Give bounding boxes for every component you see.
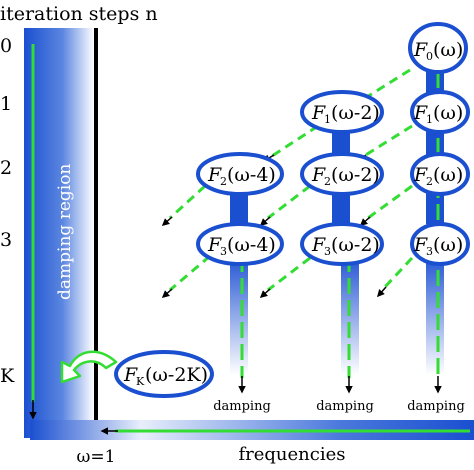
- svg-text:F: F: [311, 164, 326, 186]
- damping-label-0: damping: [213, 399, 271, 414]
- node-F3-w-4: F 3 (ω-4): [196, 222, 284, 266]
- damping-label-2: damping: [407, 399, 465, 414]
- svg-text:3: 3: [426, 245, 433, 258]
- svg-text:(ω): (ω): [433, 164, 463, 186]
- svg-text:(ω-2): (ω-2): [331, 164, 380, 186]
- y-label-0: 0: [0, 35, 12, 57]
- connector-c0-1: [230, 188, 248, 224]
- svg-text:F: F: [207, 164, 222, 186]
- svg-text:2: 2: [324, 175, 331, 188]
- damping-region-band: [24, 28, 94, 438]
- node-F1-w-2: F 1 (ω-2): [300, 90, 384, 134]
- node-F3-w: F 3 (ω): [410, 222, 470, 266]
- svg-text:F: F: [413, 164, 428, 186]
- node-F2-w-4: F 2 (ω-4): [196, 152, 284, 196]
- y-label-2: 2: [0, 157, 12, 179]
- svg-text:F: F: [123, 364, 138, 386]
- node-F2-w: F 2 (ω): [410, 152, 470, 196]
- svg-text:F: F: [311, 102, 326, 124]
- return-arrow-icon: [60, 350, 118, 384]
- svg-text:(ω-2K): (ω-2K): [145, 364, 208, 386]
- omega-origin-label: ω=1: [77, 447, 116, 466]
- svg-text:F: F: [413, 39, 428, 61]
- svg-text:(ω-2): (ω-2): [331, 234, 380, 256]
- y-label-k: K: [0, 365, 15, 387]
- col-bar-2: [426, 260, 444, 375]
- svg-text:F: F: [413, 102, 428, 124]
- svg-text:(ω-2): (ω-2): [331, 102, 380, 124]
- svg-text:1: 1: [324, 113, 331, 126]
- y-label-1: 1: [0, 93, 12, 115]
- col-bar-1: [341, 260, 359, 375]
- svg-text:3: 3: [324, 245, 331, 258]
- node-F1-w: F 1 (ω): [410, 90, 470, 134]
- node-F0-w: F 0 (ω): [408, 22, 468, 74]
- svg-text:2: 2: [426, 175, 433, 188]
- x-axis-title: frequencies: [238, 444, 345, 465]
- svg-text:F: F: [413, 234, 428, 256]
- svg-text:(ω-4): (ω-4): [227, 164, 276, 186]
- svg-text:(ω): (ω): [433, 102, 463, 124]
- svg-text:F: F: [207, 234, 222, 256]
- svg-text:(ω-4): (ω-4): [227, 234, 276, 256]
- y-label-3: 3: [0, 229, 12, 251]
- svg-text:F: F: [311, 234, 326, 256]
- svg-text:0: 0: [426, 50, 433, 63]
- connector-c1-1: [332, 128, 350, 156]
- svg-text:1: 1: [426, 113, 433, 126]
- svg-text:2: 2: [220, 175, 227, 188]
- y-axis-title: iteration steps n: [0, 3, 158, 25]
- svg-text:(ω): (ω): [433, 39, 463, 61]
- connector-c1-2: [332, 188, 350, 224]
- damping-region-label: damping region: [55, 164, 75, 300]
- node-F2-w-2: F 2 (ω-2): [300, 152, 384, 196]
- svg-text:3: 3: [220, 245, 227, 258]
- svg-text:K: K: [136, 375, 145, 388]
- node-F3-w-2: F 3 (ω-2): [300, 222, 384, 266]
- diagonal-arrows: [168, 68, 414, 292]
- col-bar-0: [230, 260, 248, 375]
- svg-text:(ω): (ω): [433, 234, 463, 256]
- node-FK-w-2K: F K (ω-2K): [114, 350, 214, 398]
- damping-label-1: damping: [316, 399, 374, 414]
